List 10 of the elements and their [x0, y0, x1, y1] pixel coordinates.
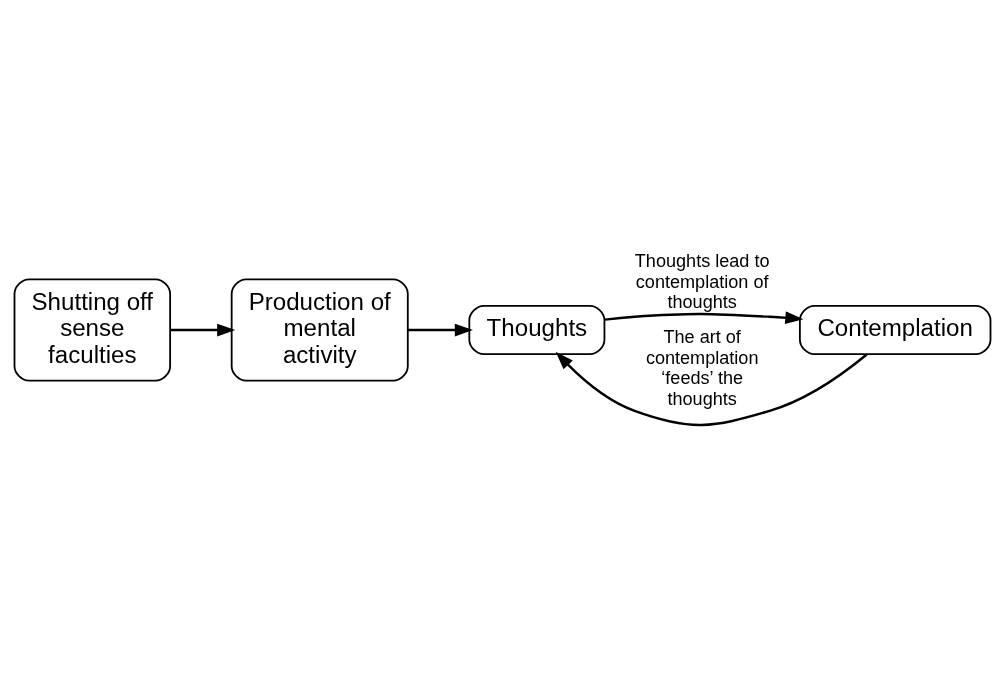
node-box: Thoughts — [467, 304, 605, 355]
node-box: Shutting off sense faculties — [13, 277, 171, 382]
arrow — [555, 351, 867, 426]
arrow — [169, 323, 235, 336]
node-box: Contemplation — [798, 304, 991, 355]
edge-label: Thoughts lead to contemplation of thoughts — [634, 250, 770, 312]
edge-label: The art of contemplation ‘feeds’ the thoughts — [645, 326, 758, 409]
arrow — [407, 323, 473, 336]
arrow — [604, 310, 803, 324]
node-box: Production of mental activity — [230, 277, 409, 382]
